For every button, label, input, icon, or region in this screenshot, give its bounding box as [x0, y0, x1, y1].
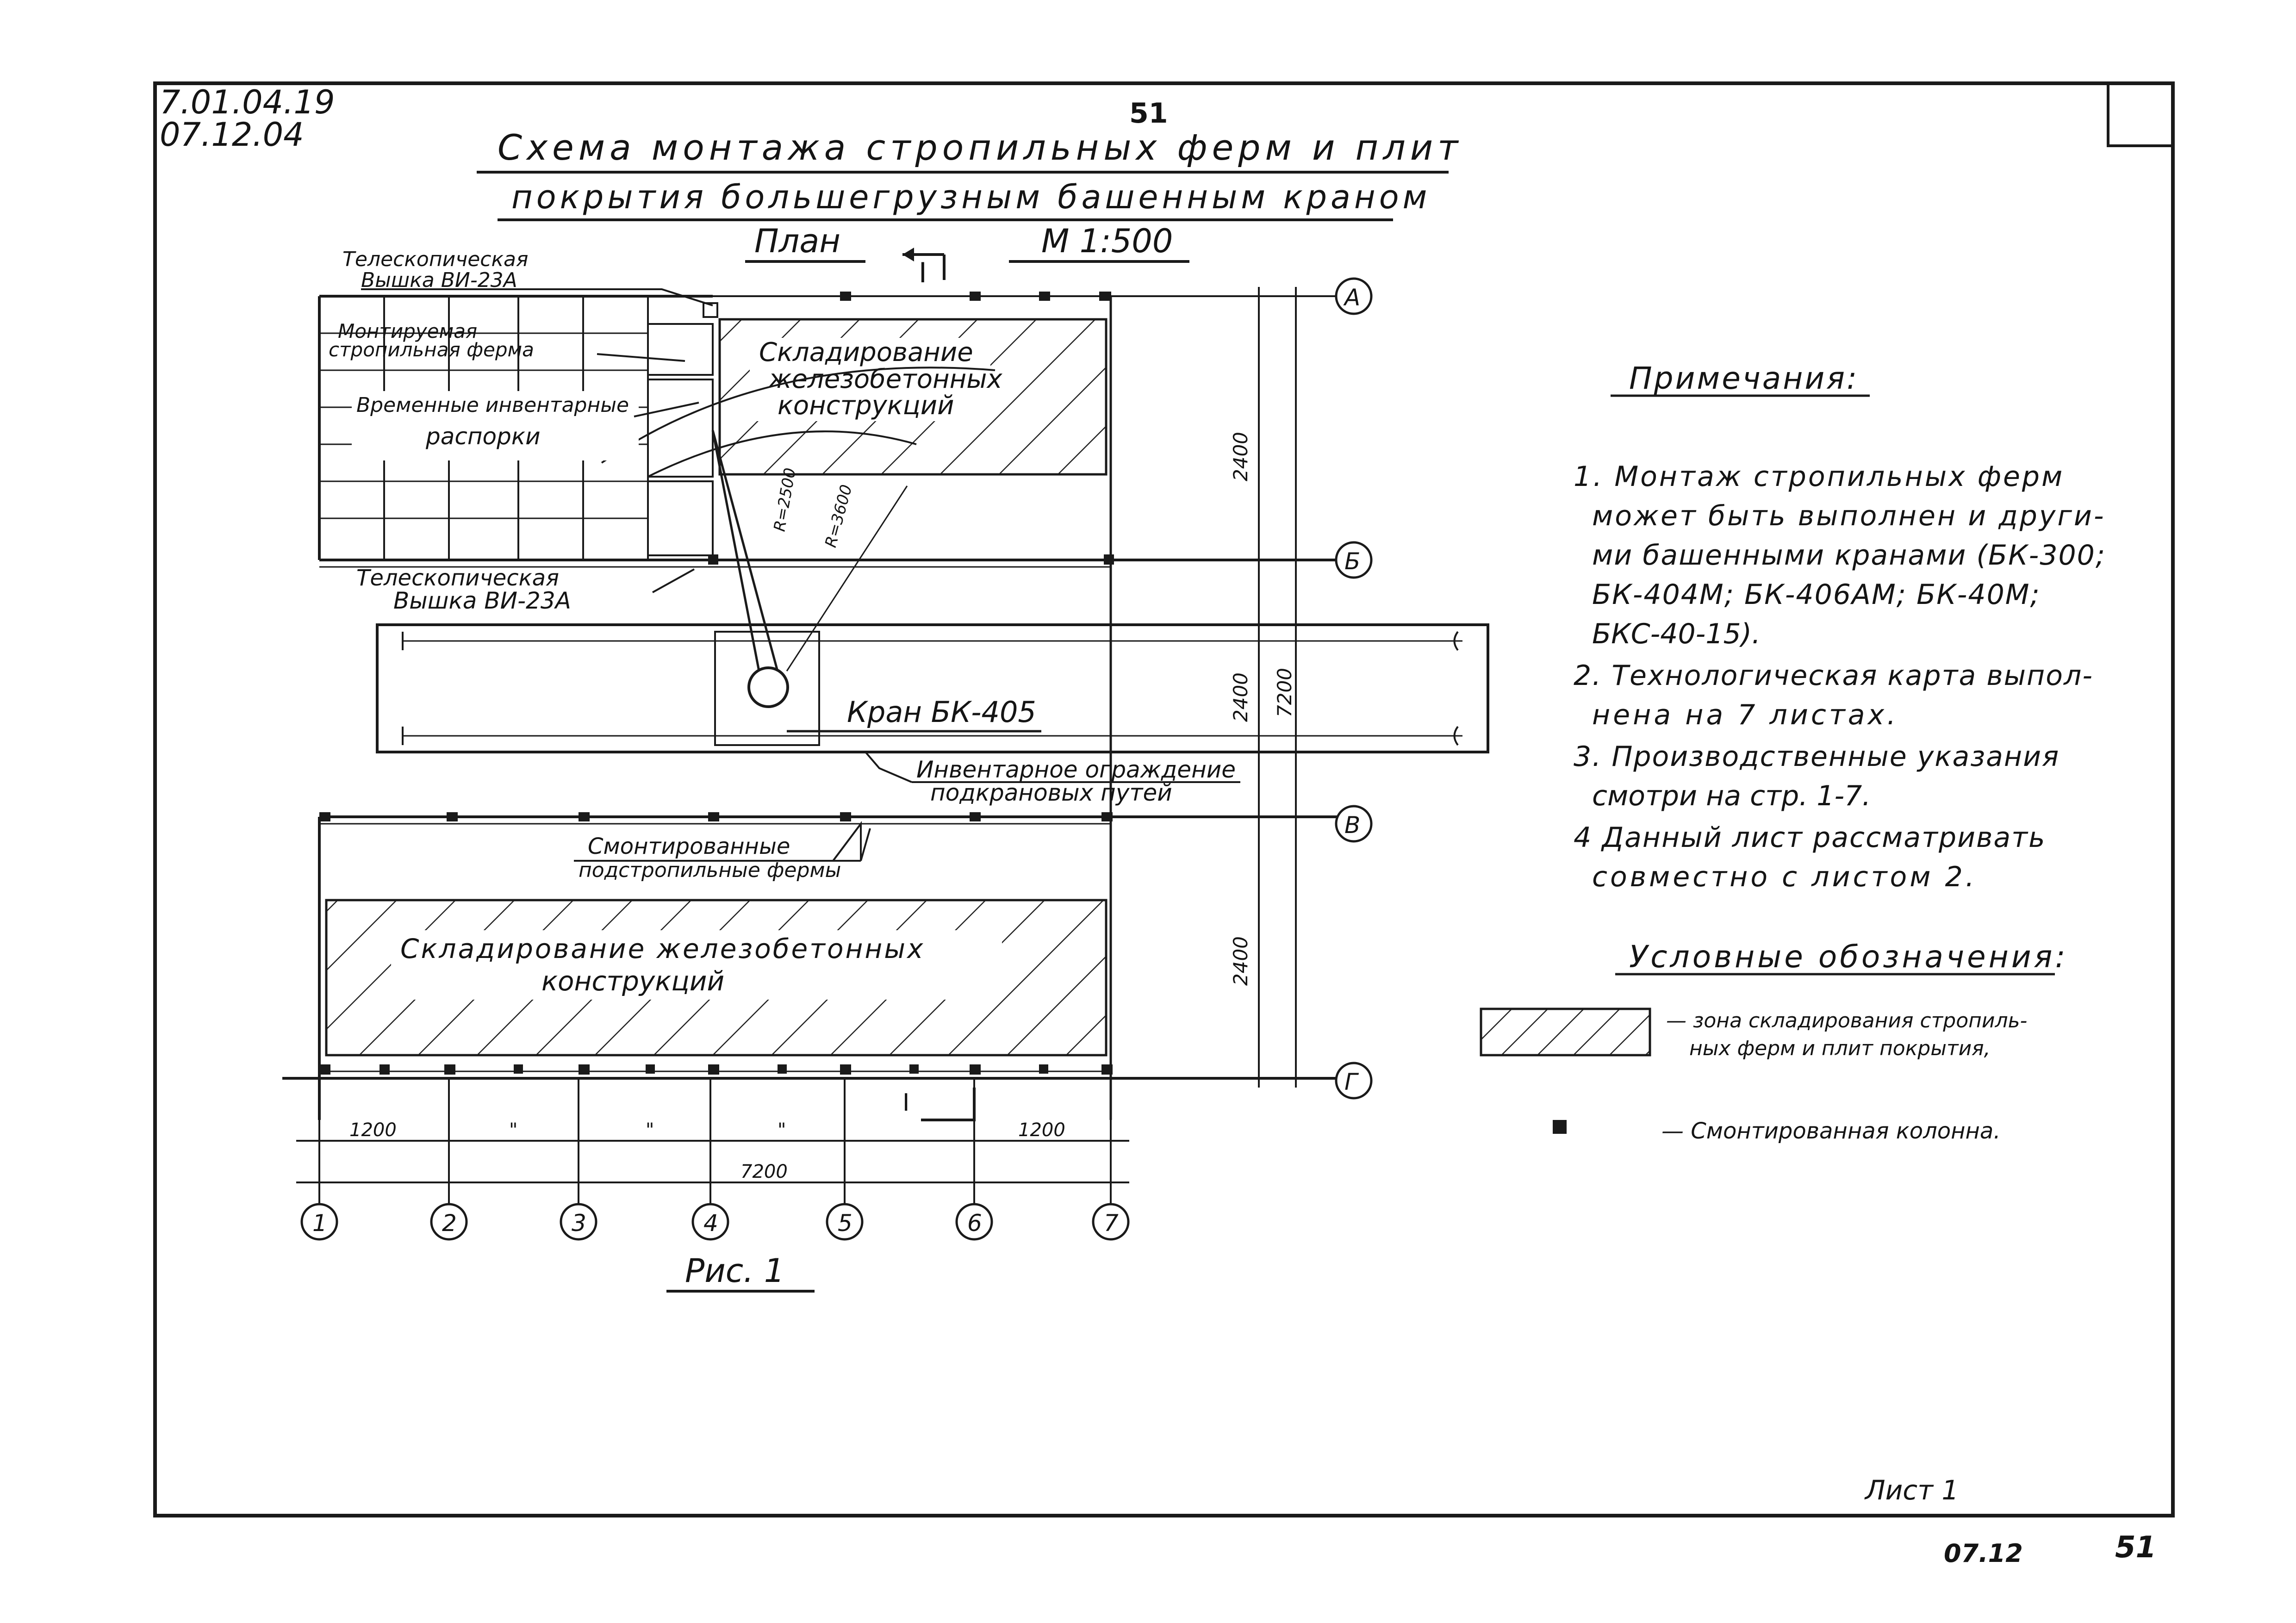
svg-text:I: I [919, 257, 927, 289]
note-line-4: БК-404М; БК-406АМ; БК-40М; [1592, 578, 2041, 611]
braces-label-1: Временные инвентарные [356, 393, 629, 417]
dim-bottom-left: 1200 [349, 1119, 397, 1141]
note-line-7: нена на 7 листах. [1592, 699, 1898, 731]
legend-column-symbol [1553, 1120, 1567, 1134]
axis-label-a: А [1343, 284, 1360, 311]
fence-label-2: подкрановых путей [930, 779, 1172, 806]
axis-label-b: Б [1344, 548, 1360, 575]
braces-label-mask [352, 391, 639, 460]
axis-label-g: Г [1344, 1069, 1359, 1095]
doc-code-1: 7.01.04.19 [160, 83, 335, 121]
dim-vertical-2: 2400 [1229, 672, 1252, 722]
title-line-1: Схема монтажа стропильных ферм и плит [498, 127, 1462, 168]
fence-leader [865, 751, 912, 783]
subtrusses-label-2: подстропильные фермы [579, 858, 841, 882]
plan-subtitle: План [754, 222, 840, 260]
radius-label-1: R=2500 [770, 466, 799, 533]
section-mark-bottom: I [902, 1088, 976, 1121]
axis-label-5: 5 [838, 1210, 852, 1237]
note-line-9: смотри на стр. 1-7. [1592, 780, 1871, 812]
note-line-3: ми башенными кранами (БК-300; [1592, 539, 2106, 572]
note-line-5: БКС-40-15). [1592, 618, 1761, 650]
dim-vertical-3: 2400 [1229, 936, 1252, 986]
dim-vertical-1: 2400 [1229, 432, 1252, 481]
title-line-2: покрытия большегрузным башенным краном [511, 178, 1431, 216]
storage-bottom-text-2: конструкций [541, 965, 724, 997]
legend-hatch-desc-1: — зона складирования стропиль- [1666, 1009, 2027, 1032]
tower-top-label-2: Вышка ВИ-23А [361, 268, 517, 292]
bottom-code: 07.12 [1944, 1539, 2023, 1568]
tower-top-label-1: Телескопическая [342, 248, 528, 271]
dim-bottom-ditto-1: " [509, 1119, 517, 1141]
storage-top-text-1: Складирование [759, 337, 973, 367]
tower-bottom-leader [652, 568, 695, 593]
braces-label-2: распорки [425, 423, 541, 450]
legend-hatch-swatch [1480, 1007, 1651, 1057]
crane-label: Кран БК-405 [847, 695, 1036, 729]
axis-label-3: 3 [572, 1210, 586, 1237]
tower-top-marker [703, 302, 718, 318]
dim-bottom-ditto-3: " [778, 1119, 786, 1141]
dim-bottom-ditto-2: " [646, 1119, 654, 1141]
storage-zone-top-label-mask [750, 338, 990, 421]
fence-label-1: Инвентарное ограждение [916, 756, 1236, 783]
note-line-1: 1. Монтаж стропильных ферм [1574, 460, 2064, 493]
tower-bottom-label-1: Телескопическая [356, 565, 559, 591]
tower-bottom-label-2: Вышка ВИ-23А [393, 587, 571, 614]
note-line-11: совместно с листом 2. [1592, 861, 1977, 893]
figure-caption: Рис. 1 [685, 1252, 784, 1290]
axis-label-2: 2 [442, 1210, 457, 1237]
vertical-dimensions [1250, 287, 1305, 1088]
dim-vertical-total: 7200 [1273, 668, 1296, 717]
radius-label-2: R=3600 [821, 483, 856, 549]
axis-label-7: 7 [1104, 1210, 1119, 1237]
truss-leader [597, 353, 685, 362]
note-line-6: 2. Технологическая карта выпол- [1574, 659, 2093, 692]
notes-heading: Примечания: [1629, 361, 1859, 396]
subtrusses-label-1: Смонтированные [588, 833, 790, 859]
note-line-8: 3. Производственные указания [1574, 740, 2060, 773]
bottom-page: 51 [2115, 1530, 2156, 1565]
dim-bottom-total: 7200 [740, 1161, 788, 1182]
note-line-2: может быть выполнен и други- [1592, 500, 2106, 532]
sheet-label: Лист 1 [1864, 1474, 1959, 1506]
legend-heading: Условные обозначения: [1629, 939, 2068, 975]
axis-label-6: 6 [967, 1210, 982, 1237]
storage-bottom-text-1: Складирование железобетонных [400, 933, 925, 964]
tower-crane [601, 367, 996, 708]
axis-label-v: В [1344, 812, 1360, 839]
sheet-frame [153, 81, 2175, 1517]
storage-zone-bottom-label-mask [391, 930, 1002, 1000]
truss-label-1: Монтируемая [338, 320, 477, 342]
section-mark-top: I [902, 248, 946, 289]
tower-top-leader [361, 288, 713, 306]
doc-code-2: 07.12.04 [160, 116, 304, 154]
storage-top-text-3: конструкций [778, 391, 954, 421]
axis-bubbles-numbers [300, 1203, 1130, 1241]
axis-label-4: 4 [703, 1210, 718, 1237]
page-mark: 51 [1129, 97, 1168, 130]
horizontal-dimensions [296, 1078, 1129, 1208]
plan-scale: М 1:500 [1041, 222, 1173, 260]
axis-bubbles-letters [1335, 277, 1373, 1100]
truss-label-2: стропильная ферма [329, 338, 534, 361]
note-line-10: 4 Данный лист рассматривать [1574, 821, 2046, 854]
columns [319, 292, 1114, 1075]
crane-track-zone [376, 623, 1489, 753]
svg-text:I: I [902, 1089, 909, 1117]
title-block-corner [2107, 83, 2173, 147]
legend-column-desc: — Смонтированная колонна. [1661, 1118, 2001, 1144]
legend-hatch-desc-2: ных ферм и плит покрытия, [1689, 1037, 1991, 1060]
dim-bottom-right: 1200 [1018, 1119, 1065, 1141]
subtrusses-leader [832, 821, 871, 862]
braces-leader [634, 402, 699, 417]
axis-label-1: 1 [312, 1210, 327, 1237]
